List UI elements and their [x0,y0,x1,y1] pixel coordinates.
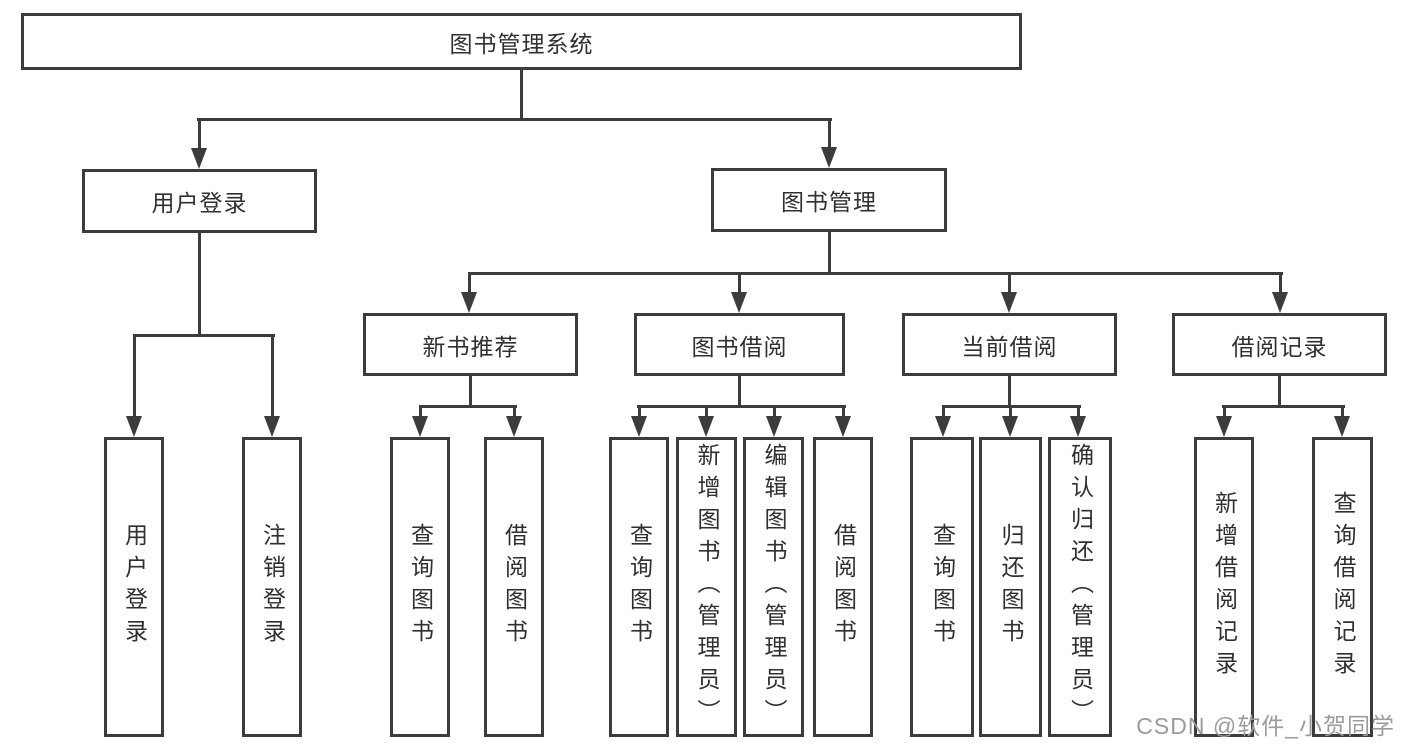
connector-line [196,117,832,121]
leaf-query-books-3-label: 查询图书 [929,523,956,651]
node-user-login-label: 用户登录 [151,190,248,216]
leaf-return-books: 归还图书 [979,437,1042,737]
arrowhead-down-icon [461,292,477,313]
arrowhead-down-icon [698,416,714,437]
connector-line [1278,273,1282,297]
leaf-query-borrow-record-label: 查询借阅记录 [1330,491,1356,683]
arrowhead-down-icon [1001,292,1017,313]
arrowhead-down-icon [731,292,747,313]
connector-line [1340,406,1344,420]
leaf-query-borrow-record: 查询借阅记录 [1312,437,1373,737]
node-new-book-recommend-label: 新书推荐 [422,333,519,360]
leaf-edit-books-admin: 编辑图书（管理员） [743,437,804,737]
leaf-logout-label: 注销登录 [259,523,286,651]
connector-line [636,404,846,408]
connector-line [1277,376,1281,408]
connector-line [132,333,275,337]
arrowhead-down-icon [766,416,782,437]
connector-line [1221,404,1345,408]
arrowhead-down-icon [506,416,522,437]
connector-line [1007,376,1011,408]
node-borrow-records: 借阅记录 [1172,313,1387,376]
connector-line [468,376,472,408]
node-borrow-records-label: 借阅记录 [1231,333,1328,360]
leaf-query-books-1-label: 查询图书 [407,523,434,651]
connector-line [637,406,641,420]
connector-line [132,335,136,420]
connector-line [1008,406,1012,420]
leaf-user-login-label: 用户登录 [121,523,148,651]
connector-line [841,406,845,420]
connector-line [467,271,1283,275]
leaf-edit-books-admin-label: 编辑图书（管理员） [761,443,787,731]
csdn-watermark: CSDN @软件_小贺同学 [1136,713,1395,739]
arrowhead-down-icon [1272,292,1288,313]
leaf-query-books-2: 查询图书 [609,437,669,737]
leaf-borrow-books-1: 借阅图书 [484,437,544,737]
arrowhead-down-icon [191,148,207,169]
connector-line [519,70,523,120]
leaf-confirm-return-admin: 确认归还（管理员） [1048,437,1112,737]
connector-line [772,406,776,420]
connector-line [270,335,274,420]
connector-line [827,232,831,275]
connector-line [1222,406,1226,420]
leaf-add-books-admin: 新增图书（管理员） [676,437,737,737]
arrowhead-down-icon [1216,416,1232,437]
connector-line [737,273,741,297]
arrowhead-down-icon [412,416,428,437]
node-book-borrow-label: 图书借阅 [691,333,788,360]
arrowhead-down-icon [126,416,142,437]
leaf-return-books-label: 归还图书 [998,523,1024,651]
arrowhead-down-icon [264,416,280,437]
leaf-query-books-2-label: 查询图书 [626,523,653,651]
arrowhead-down-icon [821,147,837,168]
node-book-borrow: 图书借阅 [634,313,845,376]
leaf-logout: 注销登录 [242,437,302,737]
arrowhead-down-icon [835,416,851,437]
arrowhead-down-icon [1334,416,1350,437]
leaf-add-books-admin-label: 新增图书（管理员） [694,443,720,731]
node-book-management: 图书管理 [711,168,947,232]
connector-line [737,376,741,408]
node-root-label: 图书管理系统 [449,30,594,57]
arrowhead-down-icon [1070,416,1086,437]
leaf-add-borrow-record-label: 新增借阅记录 [1211,491,1238,683]
node-root: 图书管理系统 [21,13,1022,70]
connector-line [418,406,422,420]
node-current-borrow-label: 当前借阅 [961,333,1058,360]
connector-line [941,406,945,420]
connector-line [197,233,201,336]
leaf-user-login: 用户登录 [104,437,164,737]
leaf-add-borrow-record: 新增借阅记录 [1194,437,1254,737]
connector-line [467,273,471,297]
connector-line [941,404,1081,408]
node-user-login: 用户登录 [82,169,317,233]
arrowhead-down-icon [1002,416,1018,437]
connector-line [704,406,708,420]
leaf-query-books-3: 查询图书 [910,437,974,737]
node-new-book-recommend: 新书推荐 [363,313,578,376]
arrowhead-down-icon [935,416,951,437]
leaf-confirm-return-admin-label: 确认归还（管理员） [1067,443,1094,731]
node-current-borrow: 当前借阅 [902,313,1117,376]
node-book-management-label: 图书管理 [781,189,877,215]
leaf-borrow-books-1-label: 借阅图书 [501,523,528,651]
connector-line [197,119,201,153]
leaf-query-books-1: 查询图书 [390,437,450,737]
connector-line [512,406,516,420]
connector-line [827,119,831,153]
connector-line [1007,273,1011,297]
connector-line [1076,406,1080,420]
connector-line [418,404,517,408]
arrowhead-down-icon [631,416,647,437]
leaf-borrow-books-2: 借阅图书 [813,437,873,737]
leaf-borrow-books-2-label: 借阅图书 [830,523,857,651]
